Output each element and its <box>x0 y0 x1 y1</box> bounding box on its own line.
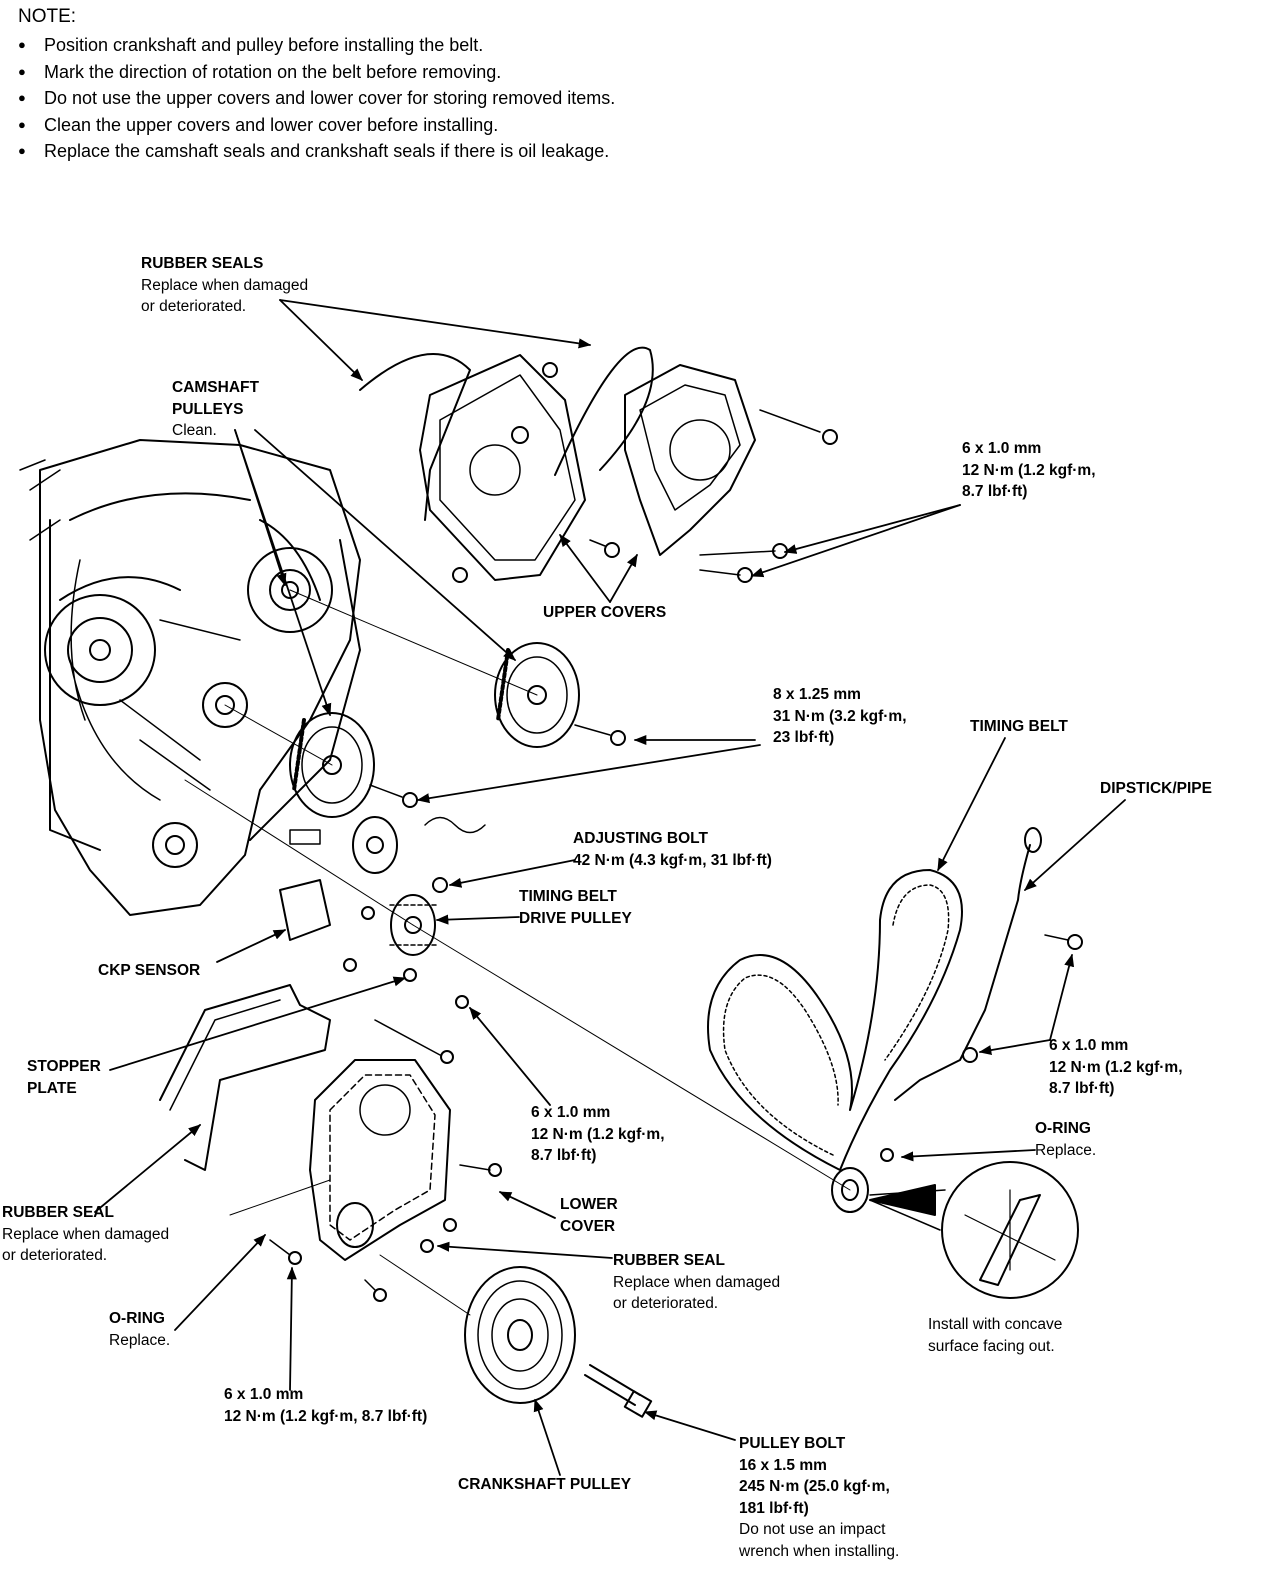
note-item: ●Position crankshaft and pulley before i… <box>18 32 615 59</box>
tensioner-assembly <box>289 816 486 956</box>
upper-bolt-spec-label: 6 x 1.0 mm 12 N·m (1.2 kgf·m, 8.7 lbf·ft… <box>962 440 1096 500</box>
rubber-seals-top-label: RUBBER SEALS Replace when damaged or det… <box>141 255 309 315</box>
note-list: ●Position crankshaft and pulley before i… <box>18 32 615 165</box>
rubber-seal-mid-label: RUBBER SEAL Replace when damaged or dete… <box>613 1252 781 1312</box>
bullet-icon: ● <box>18 37 26 52</box>
crankshaft-pulley-label: CRANKSHAFT PULLEY <box>458 1476 632 1493</box>
o-ring-left-label: O-RING Replace. <box>109 1310 171 1349</box>
concave-note-label: Install with concave surface facing out. <box>928 1316 1063 1355</box>
dipstick-bolt-spec-label: 6 x 1.0 mm 12 N·m (1.2 kgf·m, 8.7 lbf·ft… <box>1049 1037 1183 1097</box>
pulley-bolt-label: PULLEY BOLT 16 x 1.5 mm 245 N·m (25.0 kg… <box>739 1435 900 1560</box>
ckp-sensor-part <box>279 879 375 972</box>
timing-belt-part <box>707 869 963 1171</box>
dipstick-pipe-label: DIPSTICK/PIPE <box>1100 780 1212 797</box>
lower-cover-part <box>269 968 502 1302</box>
note-item: ●Mark the direction of rotation on the b… <box>18 59 615 86</box>
lower-bolt-spec-label: 6 x 1.0 mm 12 N·m (1.2 kgf·m, 8.7 lbf·ft… <box>531 1104 665 1164</box>
lower-cover-label: LOWER COVER <box>560 1196 618 1235</box>
rubber-seal-left-label: RUBBER SEAL Replace when damaged or dete… <box>2 1204 170 1264</box>
adjusting-bolt-label: ADJUSTING BOLT 42 N·m (4.3 kgf·m, 31 lbf… <box>573 830 772 869</box>
stopper-plate-label: STOPPER PLATE <box>27 1058 101 1097</box>
upper-covers-label: UPPER COVERS <box>543 604 667 621</box>
bullet-icon: ● <box>18 63 26 79</box>
bullet-icon: ● <box>18 143 26 158</box>
bullet-icon: ● <box>18 90 26 105</box>
note-item: ●Replace the camshaft seals and cranksha… <box>18 138 615 165</box>
bottom-bolt-spec-label: 6 x 1.0 mm 12 N·m (1.2 kgf·m, 8.7 lbf·ft… <box>224 1386 428 1425</box>
upper-cover-right <box>624 364 756 556</box>
note-item: ●Clean the upper covers and lower cover … <box>18 112 615 139</box>
leader-lines <box>94 299 1126 1476</box>
camshaft-pulleys-label: CAMSHAFT PULLEYS Clean. <box>172 379 259 439</box>
alignment-lines <box>184 589 851 1316</box>
timing-belt-label: TIMING BELT <box>970 718 1068 735</box>
upper-cover-left <box>359 346 654 581</box>
drive-pulley-label: TIMING BELT DRIVE PULLEY <box>519 888 632 927</box>
o-ring-right-label: O-RING Replace. <box>1035 1120 1097 1159</box>
camshaft-pulleys <box>289 642 626 818</box>
engine-block <box>19 439 361 916</box>
bullet-icon: ● <box>18 116 26 132</box>
washer-inset <box>831 1161 1079 1299</box>
dipstick-pipe-part <box>880 827 1083 1162</box>
crankshaft-pulley-part <box>464 1266 653 1418</box>
cam-bolt-spec-label: 8 x 1.25 mm 31 N·m (3.2 kgf·m, 23 lbf·ft… <box>773 686 907 746</box>
upper-bolts <box>452 362 838 583</box>
stopper-plate-part <box>159 984 331 1171</box>
note-item: ●Do not use the upper covers and lower c… <box>18 85 615 112</box>
note-heading: NOTE: <box>18 6 77 27</box>
ckp-sensor-label: CKP SENSOR <box>98 962 201 979</box>
